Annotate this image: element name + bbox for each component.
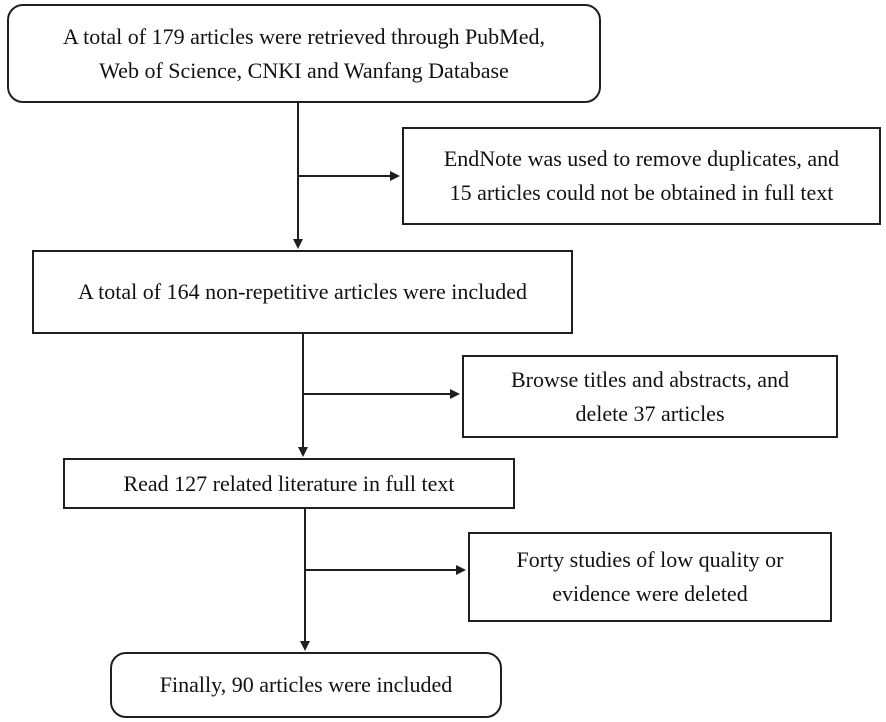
step-full-text-line1: Read 127 related literature in full text bbox=[123, 470, 455, 496]
step-retrieved-box: A total of 179 articles were retrieved t… bbox=[7, 4, 601, 103]
step-retrieved-line2: Web of Science, CNKI and Wanfang Databas… bbox=[99, 57, 509, 83]
exclusion-duplicates-box: EndNote was used to remove duplicates, a… bbox=[402, 127, 881, 225]
exclusion-duplicates-line1: EndNote was used to remove duplicates, a… bbox=[443, 146, 840, 171]
exclusion-titles-box: Browse titles and abstracts, and delete … bbox=[462, 355, 838, 438]
exclusion-low-quality-line1: Forty studies of low quality or bbox=[516, 547, 784, 572]
step-retrieved-line1: A total of 179 articles were retrieved t… bbox=[62, 23, 546, 49]
exclusion-titles-line2: delete 37 articles bbox=[575, 400, 725, 426]
step-non-repetitive-box: A total of 164 non-repetitive articles w… bbox=[32, 250, 573, 334]
final-included-line1: Finally, 90 articles were included bbox=[159, 672, 453, 697]
exclusion-low-quality-line2: evidence were deleted bbox=[552, 581, 748, 606]
exclusion-duplicates-line2: 15 articles could not be obtained in ful… bbox=[449, 180, 834, 205]
final-included-box: Finally, 90 articles were included bbox=[110, 652, 502, 718]
exclusion-low-quality-box: Forty studies of low quality or evidence… bbox=[468, 532, 832, 622]
step-non-repetitive-line1: A total of 164 non-repetitive articles w… bbox=[77, 279, 527, 304]
exclusion-titles-line1: Browse titles and abstracts, and bbox=[511, 366, 789, 392]
step-full-text-box: Read 127 related literature in full text bbox=[63, 458, 515, 509]
